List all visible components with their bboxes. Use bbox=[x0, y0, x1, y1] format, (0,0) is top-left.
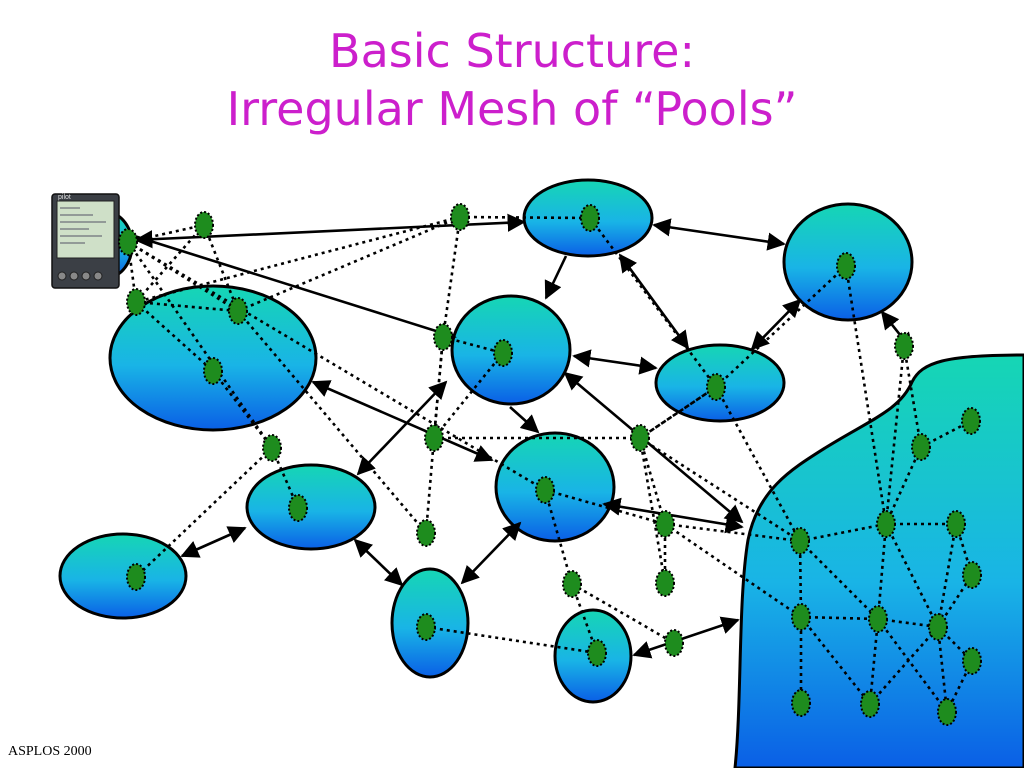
pilot-button bbox=[93, 271, 103, 281]
dotted-link-n16-n23 bbox=[884, 446, 923, 525]
node-n14 bbox=[630, 424, 650, 452]
node-n16 bbox=[911, 433, 931, 461]
pool-connection-arrow-7 bbox=[750, 298, 802, 351]
node-n15 bbox=[262, 434, 282, 462]
dotted-link-n6-n8 bbox=[135, 301, 214, 372]
pool-8 bbox=[245, 463, 377, 551]
pilot-button bbox=[57, 271, 67, 281]
node-n13 bbox=[424, 424, 444, 452]
node-n12 bbox=[894, 332, 914, 360]
title-line-2: Irregular Mesh of “Pools” bbox=[226, 82, 798, 136]
dotted-link-n22-n23 bbox=[799, 522, 887, 543]
pilot-brand-label: pilot bbox=[58, 194, 71, 201]
dotted-link-n3-n9 bbox=[441, 216, 462, 338]
pool-connection-arrow-2 bbox=[652, 218, 786, 251]
node-n30 bbox=[791, 603, 811, 631]
node-n35 bbox=[962, 647, 982, 675]
footer-label: ASPLOS 2000 bbox=[8, 744, 92, 759]
pool-connection-arrow-17 bbox=[632, 616, 740, 659]
node-n8 bbox=[203, 357, 223, 385]
node-n36 bbox=[791, 689, 811, 717]
node-n5 bbox=[836, 252, 856, 280]
node-n3 bbox=[450, 203, 470, 231]
dotted-link-n6-n7 bbox=[135, 300, 239, 313]
dotted-link-n32-n38 bbox=[936, 626, 949, 713]
pool-9 bbox=[58, 532, 188, 620]
dotted-link-n2-n6 bbox=[135, 224, 205, 303]
pilot-button bbox=[81, 271, 91, 281]
dotted-link-n7-n3 bbox=[237, 215, 461, 313]
pool-connection-arrow-14 bbox=[353, 538, 404, 587]
node-n26 bbox=[562, 570, 582, 598]
dotted-link-n30-n31 bbox=[800, 615, 879, 621]
node-n29 bbox=[416, 613, 436, 641]
node-n34 bbox=[664, 629, 684, 657]
dotted-link-n31-n32 bbox=[877, 617, 939, 629]
pool-connection-arrow-10 bbox=[563, 371, 744, 524]
title-line-1: Basic Structure: bbox=[329, 24, 695, 78]
dotted-link-n12-n23 bbox=[884, 345, 906, 525]
pool-connection-arrow-4 bbox=[544, 255, 568, 300]
slide-title: Basic Structure: Irregular Mesh of “Pool… bbox=[0, 22, 1024, 138]
node-n4 bbox=[580, 204, 600, 232]
pool-connection-arrow-12 bbox=[311, 380, 494, 462]
node-n17 bbox=[961, 407, 981, 435]
dotted-link-n31-n38 bbox=[876, 618, 949, 713]
pool-connection-arrow-3 bbox=[618, 253, 690, 350]
dotted-link-n26-n33 bbox=[570, 583, 599, 654]
node-n18 bbox=[535, 476, 555, 504]
pool-connection-arrow-15 bbox=[460, 521, 522, 585]
node-n31 bbox=[868, 605, 888, 633]
dotted-link-n23-n32 bbox=[884, 523, 940, 628]
node-n6 bbox=[126, 288, 146, 316]
node-n38 bbox=[937, 698, 957, 726]
pilot-button bbox=[69, 271, 79, 281]
node-n11 bbox=[706, 373, 726, 401]
dotted-link-n22-n31 bbox=[799, 540, 879, 620]
node-n25 bbox=[126, 563, 146, 591]
dotted-link-n12-n16 bbox=[902, 345, 923, 448]
dotted-link-n5-n11 bbox=[715, 265, 847, 388]
node-n23 bbox=[876, 510, 896, 538]
dotted-link-n23-n31 bbox=[876, 523, 888, 620]
node-n9 bbox=[433, 323, 453, 351]
dotted-link-n18-n26 bbox=[543, 489, 574, 585]
node-n28 bbox=[962, 561, 982, 589]
node-n22 bbox=[790, 527, 810, 555]
node-n19 bbox=[288, 494, 308, 522]
node-n33 bbox=[587, 639, 607, 667]
dotted-link-n13-n20 bbox=[424, 437, 436, 534]
node-n20 bbox=[416, 519, 436, 547]
pool-connection-arrow-13 bbox=[180, 526, 247, 558]
pool-connection-arrow-6 bbox=[572, 349, 658, 375]
node-n10 bbox=[493, 339, 513, 367]
dotted-link-n31-n37 bbox=[868, 618, 880, 705]
dotted-link-n8-n15 bbox=[211, 370, 274, 449]
node-n24 bbox=[946, 510, 966, 538]
large-pool-region bbox=[733, 353, 1024, 768]
pool-connection-arrow-5 bbox=[127, 232, 457, 341]
node-n1 bbox=[118, 228, 138, 256]
pool-connection-arrow-16 bbox=[602, 497, 744, 534]
node-n2 bbox=[194, 211, 214, 239]
node-n21 bbox=[655, 510, 675, 538]
node-n7 bbox=[228, 297, 248, 325]
dotted-link-n5-n23 bbox=[844, 265, 888, 525]
dotted-link-n9-n10 bbox=[442, 335, 504, 355]
dotted-link-n30-n37 bbox=[799, 616, 872, 705]
node-n32 bbox=[928, 613, 948, 641]
dotted-link-n37-n32 bbox=[869, 626, 939, 705]
pool-connection-arrow-11 bbox=[509, 406, 540, 434]
node-n37 bbox=[860, 690, 880, 718]
dotted-link-n15-n25 bbox=[135, 447, 273, 578]
node-n27 bbox=[655, 569, 675, 597]
dotted-link-n29-n33 bbox=[425, 625, 598, 655]
